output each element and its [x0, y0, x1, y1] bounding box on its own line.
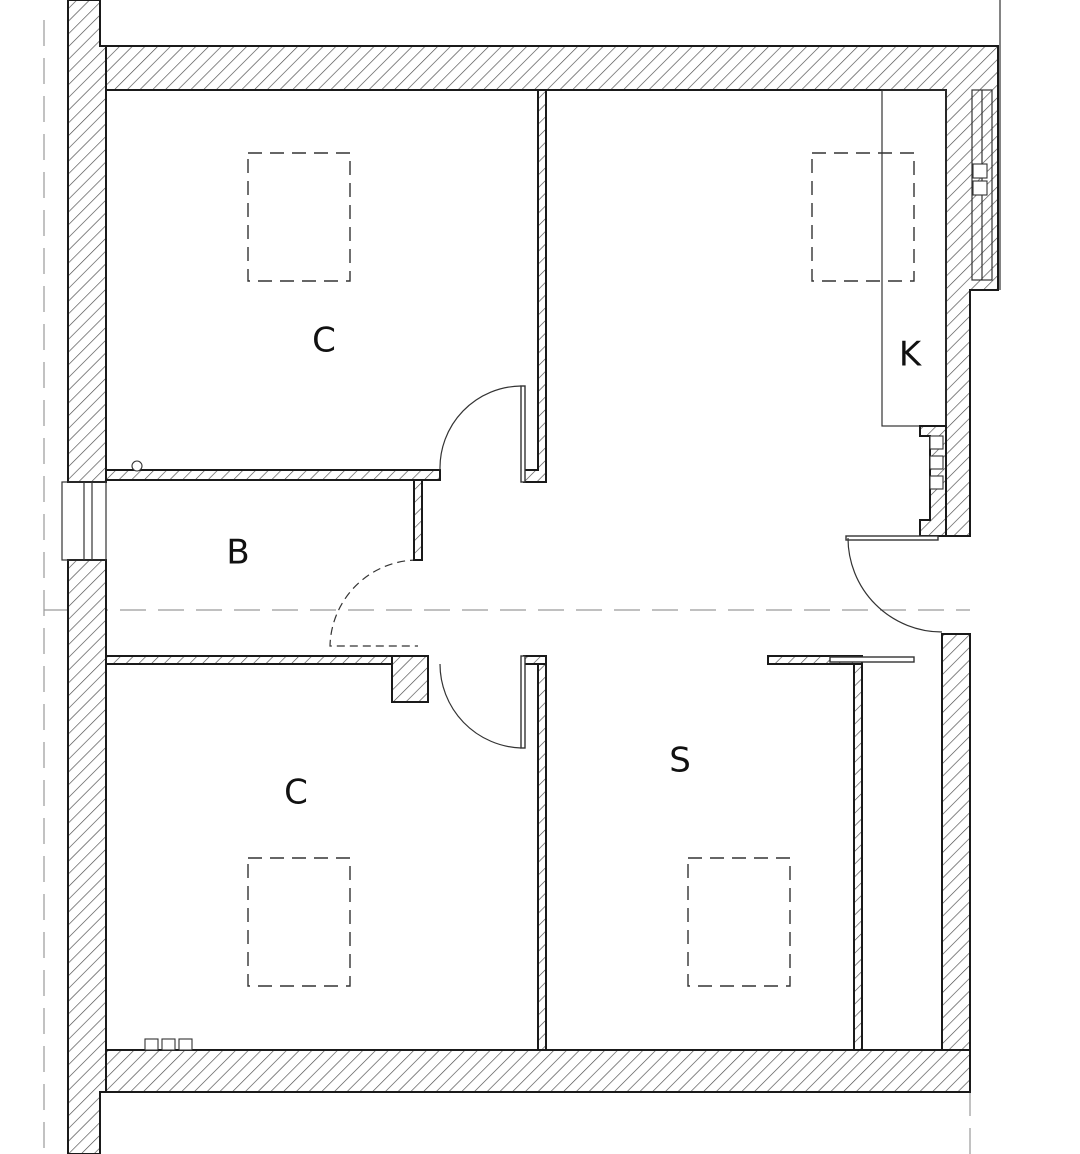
door-storage-sliding[interactable]: [829, 656, 915, 663]
room-labels: C C B S K: [226, 321, 923, 813]
bed-placeholder-top: [247, 152, 351, 282]
interior-walls: [105, 89, 863, 1051]
vent-bottom-2: [161, 1038, 176, 1051]
door-bedroom-top-swing: [439, 385, 522, 471]
bed-placeholder-bottom: [247, 857, 351, 987]
column-hall: [391, 655, 429, 703]
wall-storage-vertical: [853, 663, 863, 1051]
wall-top: [100, 45, 999, 537]
bed-placeholder-kitchen: [811, 152, 915, 282]
axis-lines: [43, 0, 1001, 1154]
vent-niche-1: [929, 435, 944, 450]
doors: [329, 385, 943, 749]
vent-bottom-1: [144, 1038, 159, 1051]
flue-icon: [131, 460, 143, 472]
wall-pier-bottom: [523, 655, 547, 665]
door-entry-leaf[interactable]: [845, 535, 939, 541]
vent-shafts: [131, 163, 988, 1051]
wall-bedroom-top-bottom: [105, 469, 441, 481]
vent-niche-3: [929, 475, 944, 490]
vent-kitchen-1: [972, 163, 988, 179]
vent-kitchen-2: [972, 180, 988, 196]
wall-left-upper: [67, 0, 107, 483]
door-bedroom-bottom-leaf[interactable]: [520, 655, 526, 749]
wall-partition-vertical-top: [523, 89, 547, 483]
door-bedroom-bottom-swing: [439, 663, 522, 749]
room-label-bedroom-bottom: C: [284, 773, 308, 813]
wall-bedroom-bottom-top: [105, 655, 417, 665]
fixtures: [247, 152, 915, 987]
wall-partition-vertical-bottom: [537, 655, 547, 1051]
door-hall-swing: [329, 559, 419, 647]
counter-outline: [881, 89, 947, 427]
room-label-living: S: [669, 741, 691, 781]
wall-left-lower: [67, 559, 107, 1154]
room-label-hall: B: [226, 533, 249, 573]
door-bedroom-top-leaf[interactable]: [520, 385, 526, 483]
wall-right-lower: [941, 633, 971, 1051]
wall-bottom: [105, 1049, 971, 1093]
vent-niche-2: [929, 455, 944, 470]
vent-bottom-3: [178, 1038, 193, 1051]
bed-placeholder-living: [687, 857, 791, 987]
door-entry-swing: [847, 537, 943, 633]
room-label-bedroom-top: C: [312, 321, 336, 361]
windows: [61, 89, 993, 561]
room-label-kitchen: K: [899, 335, 923, 375]
door-hall-leaf[interactable]: [413, 479, 423, 561]
